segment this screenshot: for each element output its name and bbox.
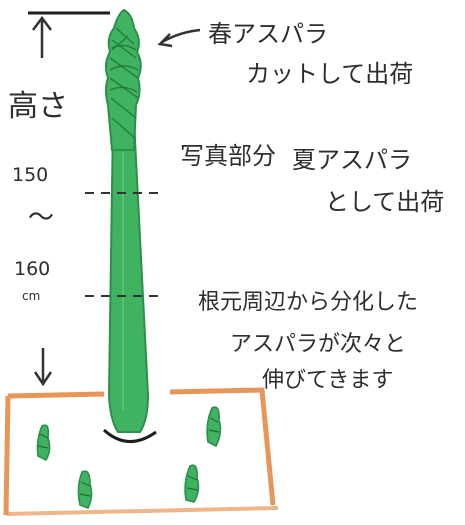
height-up-arrow	[32, 15, 52, 58]
height-unit: cm	[22, 289, 41, 303]
height-down-arrow	[33, 348, 53, 387]
small-sprout	[184, 464, 200, 503]
range-tilde: 〜	[28, 203, 55, 233]
spring-asparagus-label: 春アスパラ	[208, 20, 328, 48]
asparagus-tip	[104, 8, 142, 151]
photo-part-label: 写真部分	[180, 142, 276, 170]
pointer-arrow	[157, 28, 201, 48]
growth-note-line3: 伸びてきます	[262, 368, 394, 393]
small-sprout	[206, 406, 222, 448]
planting-bed	[3, 387, 279, 516]
height-value-low: 150	[12, 164, 49, 186]
summer-shipping-label: として出荷	[325, 188, 445, 216]
spring-shipping-label: カットして出荷	[246, 60, 414, 88]
height-label: 高さ	[8, 89, 68, 124]
small-sprout	[77, 470, 93, 510]
stalk-base-arc	[102, 428, 157, 443]
growth-note-line2: アスパラが次々と	[230, 332, 407, 357]
height-value-high: 160	[14, 258, 51, 280]
summer-asparagus-label: 夏アスパラ	[292, 146, 412, 174]
growth-note-line1: 根元周辺から分化した	[198, 290, 419, 315]
main-asparagus-stalk	[107, 119, 150, 433]
small-sprout	[36, 424, 51, 462]
